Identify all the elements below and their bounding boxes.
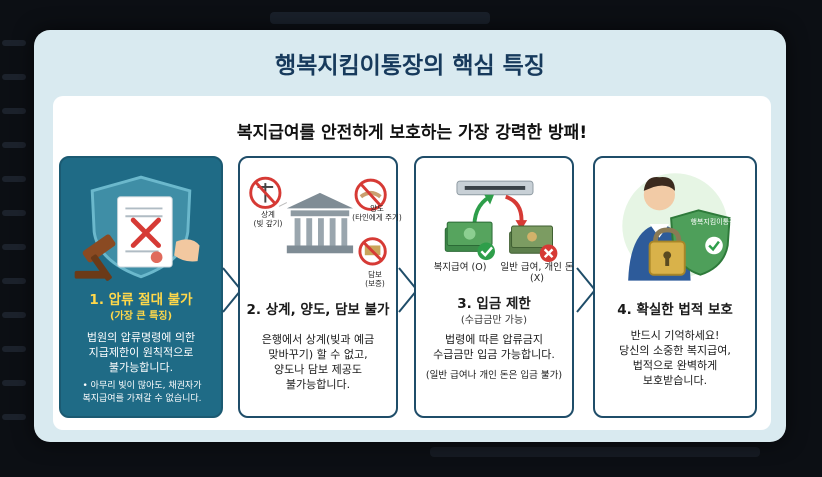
- protection-illustration: [622, 173, 731, 281]
- subtitle: 복지급여를 안전하게 보호하는 가장 강력한 방패!: [236, 123, 588, 143]
- label-allowed: 복지급여 (O): [433, 262, 487, 273]
- label-transfer: 양도(타인에게 주기): [352, 204, 402, 222]
- panel-4-body: 반드시 기억하세요! 당신의 소중한 복지급여, 법적으로 완벽하게 보호받습니…: [619, 329, 731, 387]
- feature-panel-2: 상계(빚 갚기) 양도(타인에게 주기) 담보(보증) 2. 상계, 양도, 담…: [238, 156, 402, 418]
- scales-icon: [249, 176, 282, 209]
- lock-icon: [648, 227, 686, 276]
- background-blur-left: [0, 40, 30, 440]
- panel-1-body: 법원의 압류명령에 의한 지급제한이 원칙적으로 불가능합니다.: [86, 331, 196, 374]
- background-blur: [270, 12, 490, 24]
- background-blur-bottom: [430, 447, 760, 457]
- label-collateral: 담보(보증): [365, 270, 385, 288]
- bank-icon: [286, 192, 354, 254]
- seizure-illustration: [74, 175, 200, 281]
- label-denied: 일반 급여, 개인 돈 (X): [500, 262, 574, 284]
- feature-card: 행복지킴이통장의 핵심 특징 복지급여를 안전하게 보호하는 가장 강력한 방패…: [34, 30, 786, 442]
- deposit-illustration: [444, 180, 558, 263]
- panel-3-note: (일반 급여나 개인 돈은 입금 불가): [425, 370, 563, 381]
- bank-illustration: [249, 176, 387, 266]
- inner-panel: 복지급여를 안전하게 보호하는 가장 강력한 방패!: [53, 96, 771, 430]
- panel-3-subtitle: (수급금만 가능): [460, 315, 528, 326]
- money-icon: [509, 225, 553, 254]
- panel-1-title: 1. 압류 절대 불가: [89, 292, 193, 308]
- money-icon: [444, 221, 493, 252]
- cross-icon: [539, 244, 558, 263]
- panel-2-body: 은행에서 상계(빚과 예금 맞바꾸기) 할 수 없고, 양도나 담보 제공도 불…: [261, 333, 375, 391]
- check-icon: [477, 242, 495, 261]
- feature-panel-3: 복지급여 (O) 일반 급여, 개인 돈 (X) 3. 입금 제한 (수급금만 …: [414, 156, 574, 418]
- panel-1-note: • 아무리 빚이 많아도, 채권자가 복지급여를 가져갈 수 없습니다.: [82, 381, 202, 404]
- page-title: 행복지킴이통장의 핵심 특징: [275, 53, 545, 79]
- money-icon: [358, 237, 387, 266]
- cross-icon: [130, 217, 161, 248]
- panel-4-title: 4. 확실한 법적 보호: [617, 302, 733, 318]
- shield-label: 행복지킴이통장: [690, 218, 736, 226]
- panel-1-subtitle: (가장 큰 특징): [109, 311, 173, 322]
- feature-panel-1: 1. 압류 절대 불가 (가장 큰 특징) 법원의 압류명령에 의한 지급제한이…: [59, 156, 223, 418]
- atm-slot-icon: [456, 180, 534, 196]
- gavel-icon: [74, 234, 116, 281]
- handshake-icon: [354, 178, 387, 211]
- label-offset: 상계(빚 갚기): [253, 210, 283, 228]
- panel-3-title: 3. 입금 제한: [457, 296, 531, 312]
- panel-2-title: 2. 상계, 양도, 담보 불가: [246, 302, 390, 318]
- panel-3-body: 법령에 따른 압류금지 수급금만 입금 가능합니다.: [433, 333, 555, 361]
- feature-panel-4: 행복지킴이통장 4. 확실한 법적 보호 반드시 기억하세요! 당신의 소중한 …: [593, 156, 757, 418]
